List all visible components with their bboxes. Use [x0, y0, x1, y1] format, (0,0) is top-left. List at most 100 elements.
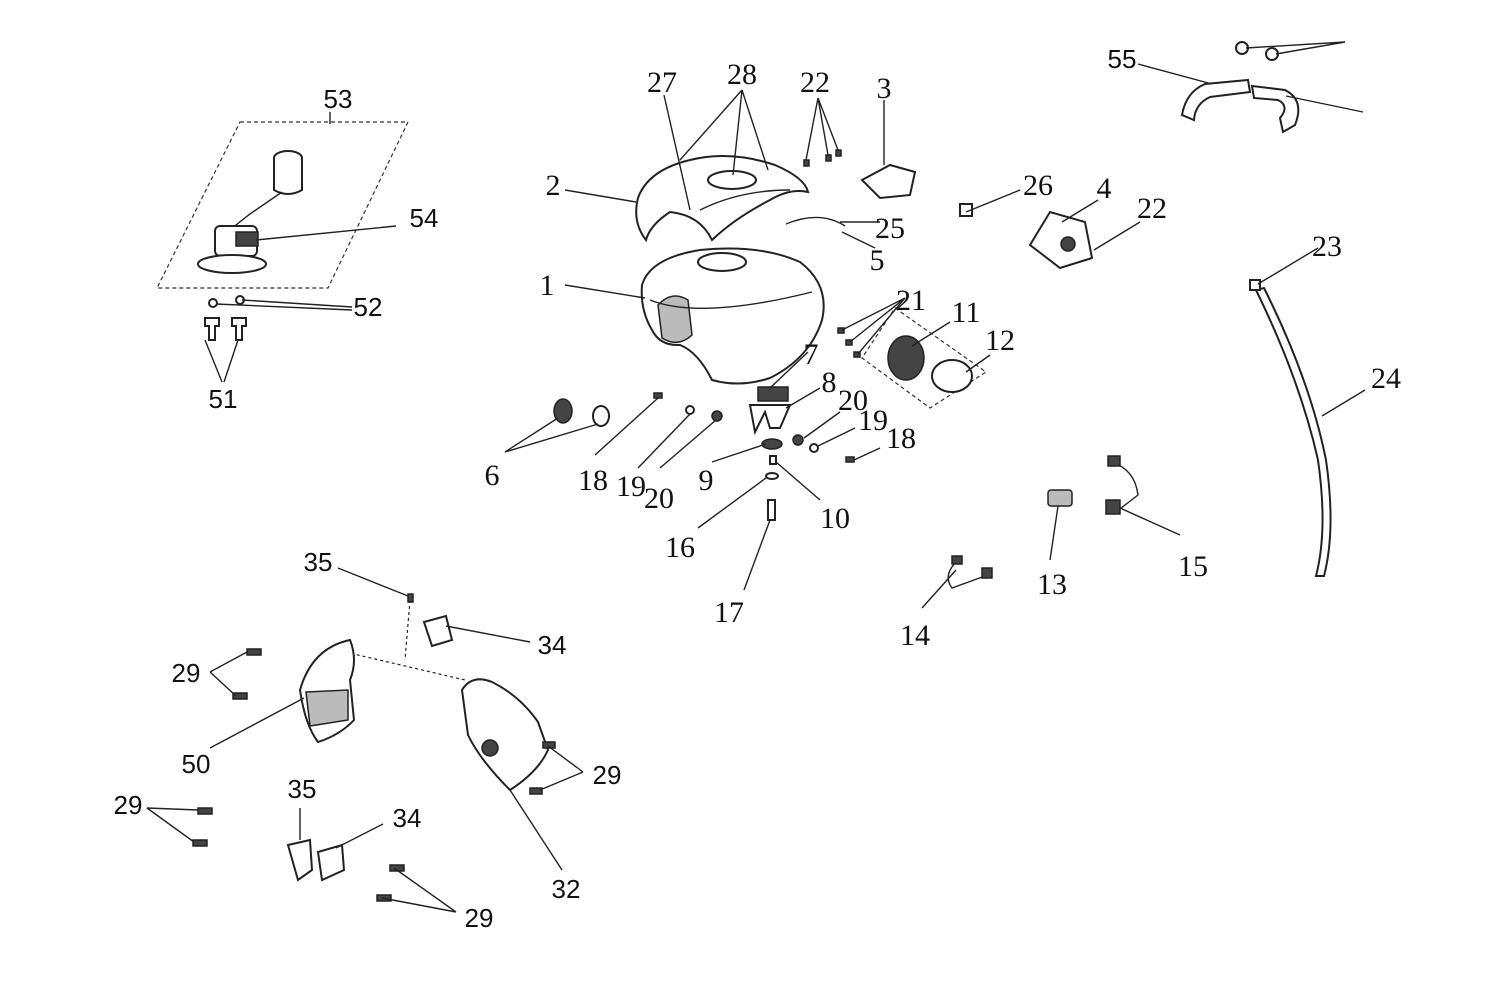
callout-30: 34	[538, 630, 567, 660]
callout-19-right: 19	[858, 404, 888, 437]
bracket-4-grommet	[1060, 236, 1076, 252]
callouts: 53 54 52 51 1 2 27 28 22 3 25 5 26 4 22 …	[114, 44, 1401, 933]
callout-15: 15	[1178, 550, 1208, 583]
callout-14: 14	[900, 619, 930, 652]
callout-22-top: 22	[800, 66, 830, 99]
callout-18-left: 18	[578, 464, 608, 497]
assembly-frame-51	[156, 121, 409, 289]
small-parts	[553, 149, 1094, 521]
pad-7	[757, 386, 789, 402]
callout-5: 5	[870, 244, 885, 277]
callout-9: 9	[699, 464, 714, 497]
grommet-30	[422, 614, 454, 648]
callout-34: 34	[393, 803, 422, 833]
bolt-29-g	[389, 864, 405, 872]
tank-seam	[649, 291, 813, 309]
side-cover-32	[460, 678, 550, 792]
side-cover-32-grommet	[481, 739, 499, 757]
callout-6: 6	[485, 459, 500, 492]
callout-23: 23	[1312, 230, 1342, 263]
collar-10	[769, 455, 777, 465]
callout-11: 11	[952, 296, 981, 329]
pump-float	[273, 158, 303, 195]
fuel-pump-assembly	[156, 121, 409, 341]
callout-12: 12	[985, 324, 1015, 357]
fuel-tank-group	[635, 155, 846, 385]
fuel-hose-24	[1254, 286, 1332, 577]
callout-17: 17	[714, 596, 744, 629]
callout-1: 1	[540, 269, 555, 302]
callout-49: 51	[209, 384, 238, 414]
callout-33: 50	[182, 749, 211, 779]
washer-19-right	[809, 443, 819, 453]
callout-29-right: 29	[593, 760, 622, 790]
nut-20-left	[711, 410, 723, 422]
mount-bracket-8	[748, 404, 792, 436]
bolt-49-left	[204, 317, 220, 341]
callout-10: 10	[820, 502, 850, 535]
callout-16: 16	[665, 531, 695, 564]
callout-8: 8	[822, 366, 837, 399]
gasket-12	[931, 359, 973, 393]
tank-filler-neck	[697, 252, 747, 272]
callout-32: 32	[552, 874, 581, 904]
callout-22-right: 22	[1137, 192, 1167, 225]
bolt-29-e	[197, 807, 213, 815]
screw-21-c	[853, 351, 861, 358]
callout-51: 53	[324, 84, 353, 114]
bracket-4	[1028, 210, 1094, 270]
bolt-18-right	[845, 456, 855, 463]
bolt-29-b	[232, 692, 248, 700]
bolt-29-f	[192, 839, 208, 847]
callout-29-bottom: 29	[465, 903, 494, 933]
side-cover-group	[192, 593, 556, 902]
callout-35: 35	[288, 774, 317, 804]
bushing-6-b	[592, 405, 610, 427]
bracket-35	[286, 838, 314, 882]
callout-27: 27	[647, 66, 677, 99]
bracket-3	[860, 163, 917, 200]
callout-20-right: 20	[838, 384, 868, 417]
callout-29-left: 29	[172, 658, 201, 688]
bracket-34	[316, 843, 346, 882]
bolt-29-c	[542, 741, 556, 749]
tank-side-badge	[657, 295, 693, 344]
screw-22-a	[803, 159, 810, 167]
callout-53: 55	[1108, 44, 1137, 74]
bolt-17	[767, 499, 776, 521]
assembly-frame-11-12	[861, 307, 988, 409]
damper-9	[761, 438, 783, 450]
trim-strip-25	[785, 216, 846, 227]
fuel-cap-11	[887, 335, 925, 381]
rear-brackets	[1180, 41, 1300, 134]
bracket-54	[1250, 84, 1300, 134]
callout-31: 35	[304, 547, 333, 577]
callout-24: 24	[1371, 362, 1401, 395]
harness-14-connector-b	[981, 567, 993, 579]
pump-flange	[197, 254, 267, 274]
fuel-tank	[640, 247, 825, 385]
screw-22-b	[825, 154, 832, 162]
hose-clamp-23	[1249, 279, 1261, 291]
tank-cover	[635, 155, 810, 243]
leader-lines	[146, 41, 1366, 913]
callout-2: 2	[546, 169, 561, 202]
callout-21: 21	[896, 284, 926, 317]
harness-15-connector-a	[1107, 455, 1121, 467]
callout-50: 52	[354, 292, 383, 322]
bushing-6-a	[553, 398, 573, 424]
washer-16	[765, 472, 779, 480]
assembly-guide-lines	[344, 599, 466, 681]
callout-19-left: 19	[616, 470, 646, 503]
bolt-29-d	[529, 787, 543, 795]
washer-19-left	[685, 405, 695, 415]
callout-7: 7	[804, 338, 819, 371]
screw-22-c	[835, 149, 842, 157]
callout-4: 4	[1097, 172, 1112, 205]
side-cover-33-panel	[305, 689, 349, 727]
callout-25: 25	[875, 212, 905, 245]
screw-21-b	[845, 339, 853, 346]
callout-26: 26	[1023, 169, 1053, 202]
harness-14-connector-a	[951, 555, 963, 565]
